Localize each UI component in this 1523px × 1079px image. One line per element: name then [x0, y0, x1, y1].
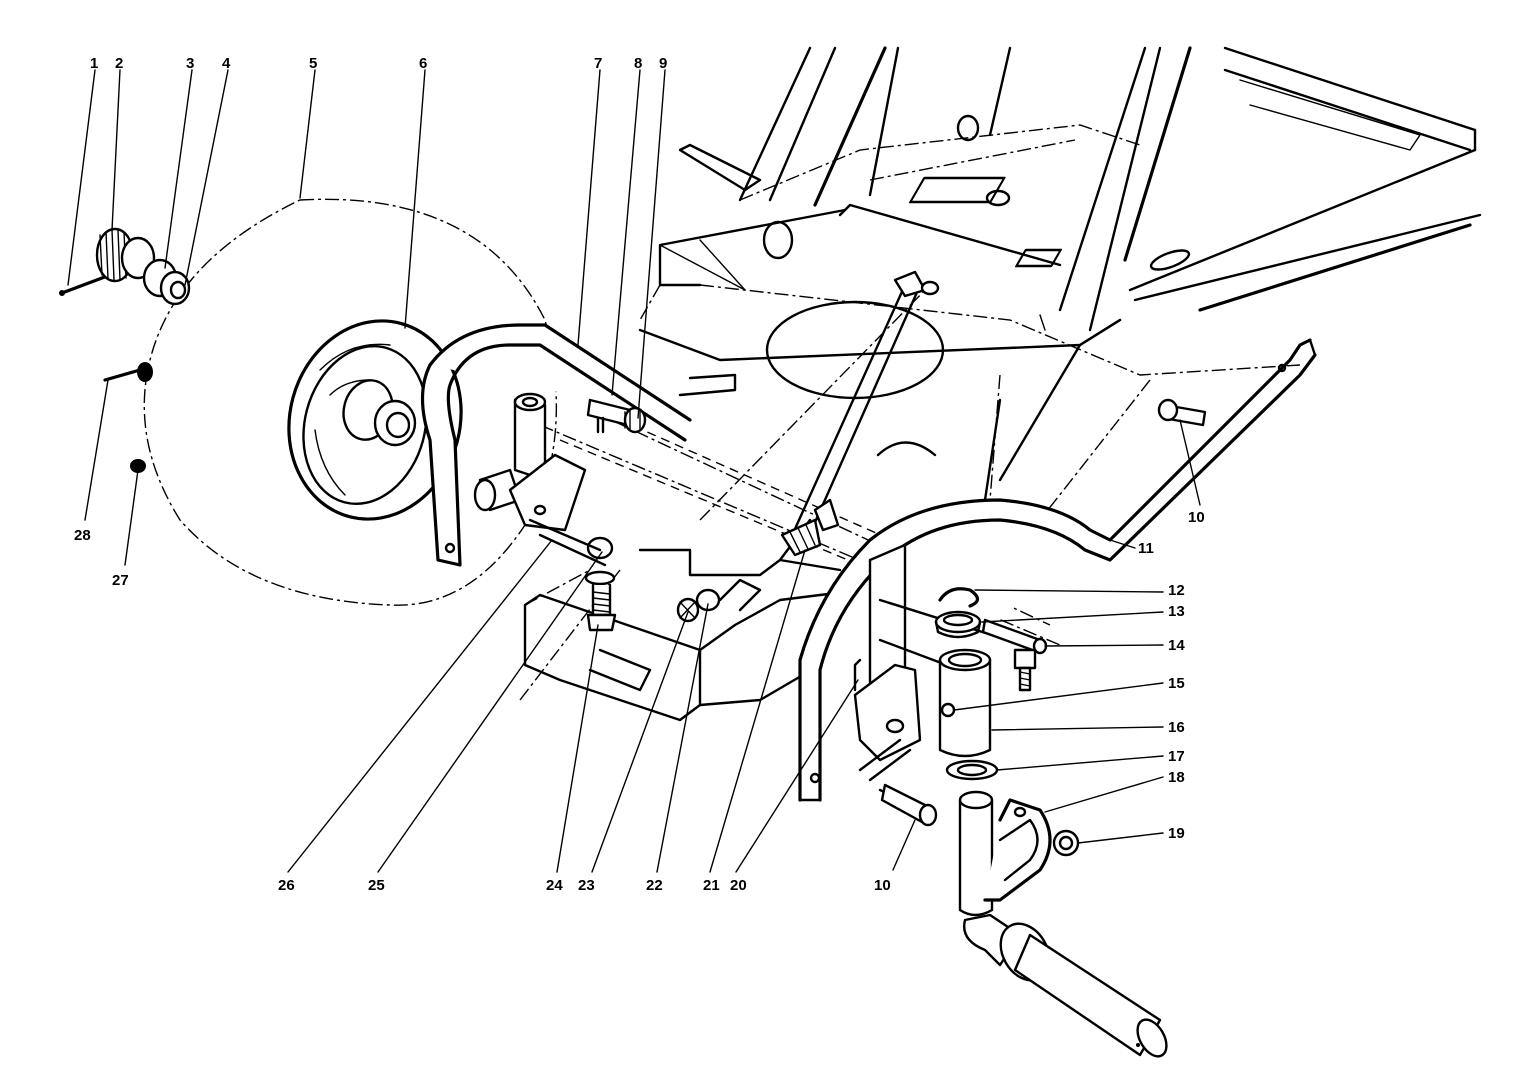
front-wheel	[143, 198, 558, 606]
callout-20: 20	[730, 877, 747, 894]
callout-7: 7	[594, 55, 602, 72]
callout-3: 3	[186, 55, 194, 72]
callout-14: 14	[1168, 637, 1185, 654]
callout-12: 12	[1168, 582, 1185, 599]
callout-23: 23	[578, 877, 595, 894]
leader-lines	[67, 69, 1201, 873]
callout-4: 4	[222, 55, 231, 72]
callout-21: 21	[703, 877, 720, 894]
hub-cap-group	[59, 227, 191, 473]
callout-13: 13	[1168, 603, 1185, 620]
callout-24: 24	[546, 877, 563, 894]
callout-6: 6	[419, 55, 427, 72]
callout-1: 1	[90, 55, 98, 72]
left-spindle	[420, 323, 721, 632]
callout-10-lower: 10	[874, 877, 891, 894]
callout-22: 22	[646, 877, 663, 894]
callout-16: 16	[1168, 719, 1185, 736]
callout-27: 27	[112, 572, 129, 589]
callout-26: 26	[278, 877, 295, 894]
callout-17: 17	[1168, 748, 1185, 765]
callout-2: 2	[115, 55, 123, 72]
right-spindle	[878, 398, 1207, 1058]
callout-8: 8	[634, 55, 642, 72]
tie-rod	[780, 270, 940, 557]
callout-10-upper: 10	[1188, 509, 1205, 526]
callout-labels: 1 2 3 4 5 6 7 8 9 10 11 12 13 14 15 16 1…	[74, 55, 1205, 894]
callout-19: 19	[1168, 825, 1185, 842]
callout-15: 15	[1168, 675, 1185, 692]
callout-18: 18	[1168, 769, 1185, 786]
callout-5: 5	[309, 55, 317, 72]
callout-25: 25	[368, 877, 385, 894]
callout-28: 28	[74, 527, 91, 544]
callout-9: 9	[659, 55, 667, 72]
chassis-frame	[523, 46, 1482, 722]
right-axle-bracket	[798, 338, 1317, 802]
callout-11: 11	[1138, 540, 1154, 557]
